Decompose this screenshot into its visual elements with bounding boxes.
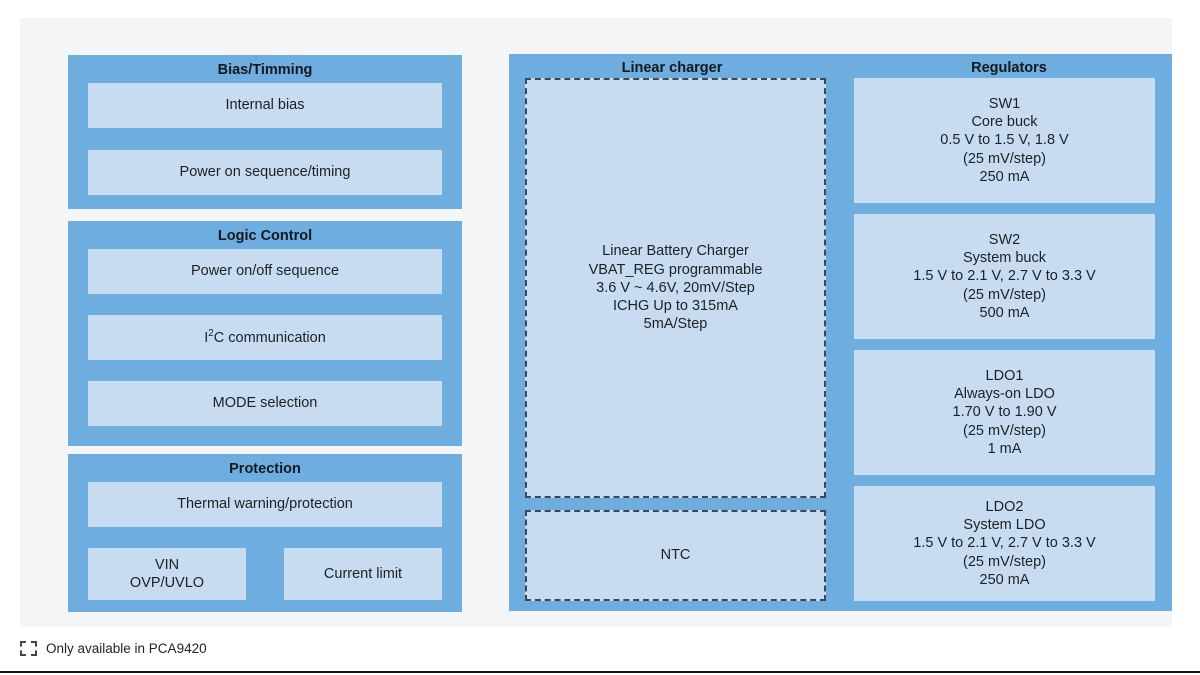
sw1-line-5: 250 mA (979, 168, 1030, 185)
panel-protection: Protection Thermal warning/protection VI… (68, 454, 462, 612)
block-current-limit[interactable]: Current limit (284, 548, 442, 600)
panel-logic-control: Logic Control Power on/off sequence I2C … (68, 221, 462, 446)
block-sw2[interactable]: SW2 System buck 1.5 V to 2.1 V, 2.7 V to… (854, 214, 1155, 339)
sw1-line-2: Core buck (971, 114, 1038, 131)
block-linear-battery-charger[interactable]: Linear Battery Charger VBAT_REG programm… (525, 78, 826, 498)
block-ldo1[interactable]: LDO1 Always-on LDO 1.70 V to 1.90 V (25 … (854, 350, 1155, 475)
panel-title-regulators: Regulators (971, 60, 1047, 76)
block-sw1[interactable]: SW1 Core buck 0.5 V to 1.5 V, 1.8 V (25 … (854, 78, 1155, 203)
block-i2c-communication-label: I2C communication (204, 327, 326, 346)
ldo1-line-4: (25 mV/step) (963, 422, 1046, 439)
charger-line-1: Linear Battery Charger (602, 243, 749, 260)
sw1-line-1: SW1 (988, 95, 1021, 112)
block-current-limit-label: Current limit (323, 565, 403, 582)
block-power-on-sequence-timing[interactable]: Power on sequence/timing (88, 150, 442, 195)
block-vin-ovp-uvlo-line2: OVP/UVLO (129, 575, 205, 591)
block-power-on-sequence-timing-label: Power on sequence/timing (179, 164, 351, 181)
charger-line-3: 3.6 V ~ 4.6V, 20mV/Step (596, 279, 755, 296)
diagram-canvas: Bias/Timming Internal bias Power on sequ… (20, 18, 1172, 627)
block-ntc[interactable]: NTC (525, 510, 826, 601)
ldo1-line-5: 1 mA (987, 440, 1022, 457)
block-vin-ovp-uvlo-line1: VIN (154, 556, 180, 573)
panel-bias-timing: Bias/Timming Internal bias Power on sequ… (68, 55, 462, 209)
legend-label: Only available in PCA9420 (46, 640, 207, 656)
dashed-square-icon (20, 641, 37, 656)
ldo2-line-2: System LDO (963, 517, 1046, 534)
ldo1-line-1: LDO1 (985, 367, 1024, 384)
block-i2c-communication[interactable]: I2C communication (88, 315, 442, 360)
sw1-line-4: (25 mV/step) (963, 150, 1046, 167)
sw2-line-3: 1.5 V to 2.1 V, 2.7 V to 3.3 V (913, 268, 1096, 285)
charger-line-5: 5mA/Step (643, 316, 708, 333)
block-mode-selection[interactable]: MODE selection (88, 381, 442, 426)
panel-charger-and-regulators: Linear charger Regulators Linear Battery… (509, 54, 1172, 611)
sw1-line-3: 0.5 V to 1.5 V, 1.8 V (940, 132, 1069, 149)
block-ldo2[interactable]: LDO2 System LDO 1.5 V to 2.1 V, 2.7 V to… (854, 486, 1155, 601)
ldo1-line-3: 1.70 V to 1.90 V (952, 404, 1057, 421)
block-thermal-warning-protection-label: Thermal warning/protection (177, 496, 353, 513)
bottom-divider (0, 671, 1200, 673)
charger-line-4: ICHG Up to 315mA (613, 298, 738, 315)
block-mode-selection-label: MODE selection (212, 395, 318, 412)
block-vin-ovp-uvlo[interactable]: VIN OVP/UVLO (88, 548, 246, 600)
panel-title-logic-control: Logic Control (217, 228, 313, 244)
ldo2-line-1: LDO2 (985, 498, 1024, 515)
block-ntc-label: NTC (660, 547, 691, 564)
legend: Only available in PCA9420 (20, 641, 207, 656)
block-power-on-off-sequence-label: Power on/off sequence (190, 263, 340, 280)
block-power-on-off-sequence[interactable]: Power on/off sequence (88, 249, 442, 294)
block-internal-bias[interactable]: Internal bias (88, 83, 442, 128)
ldo2-line-4: (25 mV/step) (963, 553, 1046, 570)
block-thermal-warning-protection[interactable]: Thermal warning/protection (88, 482, 442, 527)
ldo2-line-5: 250 mA (979, 571, 1030, 588)
ldo1-line-2: Always-on LDO (954, 386, 1055, 403)
sw2-line-1: SW2 (988, 231, 1021, 248)
panel-title-protection: Protection (229, 461, 301, 477)
sw2-line-2: System buck (963, 250, 1046, 267)
sw2-line-4: (25 mV/step) (963, 286, 1046, 303)
ldo2-line-3: 1.5 V to 2.1 V, 2.7 V to 3.3 V (913, 535, 1096, 552)
block-internal-bias-label: Internal bias (225, 97, 305, 114)
panel-title-bias-timing: Bias/Timming (217, 62, 313, 78)
charger-line-2: VBAT_REG programmable (588, 261, 763, 278)
panel-title-linear-charger: Linear charger (621, 60, 723, 76)
sw2-line-5: 500 mA (979, 304, 1030, 321)
